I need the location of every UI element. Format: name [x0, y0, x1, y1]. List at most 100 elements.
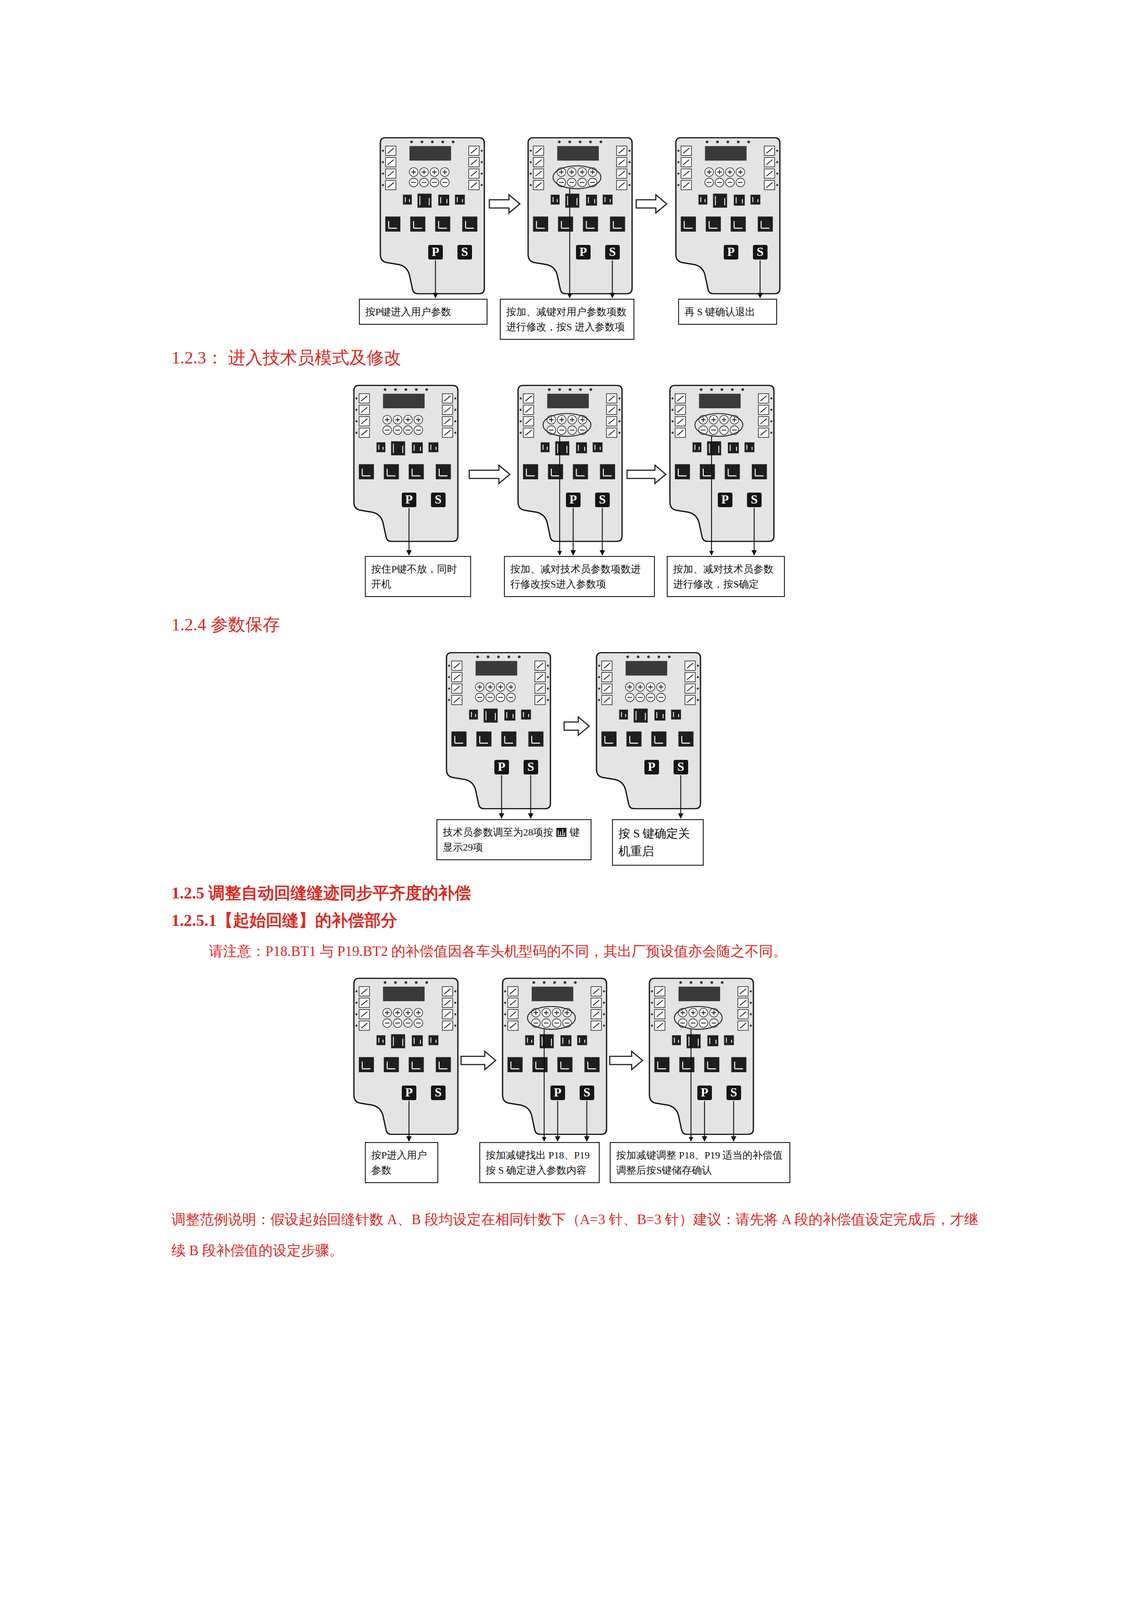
led-dot	[441, 140, 445, 144]
icon-key	[737, 1009, 749, 1019]
led-dot	[650, 1012, 654, 1016]
icon-glyph	[387, 171, 395, 177]
led-dot	[381, 172, 384, 175]
led-dot	[476, 655, 479, 659]
function-key	[672, 1035, 681, 1045]
icon-key	[654, 1020, 665, 1031]
caption-text: 按P键进入用户参数	[365, 306, 452, 318]
function-key	[744, 442, 755, 452]
connector-arrow	[435, 260, 436, 298]
minus-symbol	[711, 1022, 716, 1024]
led-dot	[394, 388, 397, 391]
icon-glyph	[603, 697, 611, 703]
caption-text: 按P进入用户参数	[371, 1149, 427, 1176]
display-window	[699, 393, 741, 409]
note-text: 调整范例说明：假设起始回缝针数 A、B 段均设定在相同针数下（A=3 针、B=3…	[171, 1203, 993, 1266]
adjust-key	[552, 1018, 561, 1028]
icon-glyph	[525, 430, 532, 436]
key-glyph	[709, 443, 720, 454]
icon-key	[451, 695, 462, 705]
function-key	[654, 709, 666, 721]
icon-key	[533, 145, 544, 156]
adjust-key	[719, 425, 729, 435]
key-glyph	[405, 197, 410, 203]
function-key	[674, 464, 690, 479]
icon-glyph	[739, 988, 747, 994]
panel-housing	[596, 652, 701, 809]
leader-line	[569, 188, 571, 298]
function-key	[521, 709, 531, 720]
key-glyph	[695, 444, 700, 450]
led-dot	[749, 1012, 753, 1016]
key-glyph	[678, 468, 687, 476]
key-letter: S	[756, 244, 764, 260]
icon-glyph	[470, 159, 478, 165]
led-dot	[425, 980, 429, 984]
step-arrow	[609, 1051, 643, 1070]
function-key	[600, 464, 615, 479]
leader-line	[710, 436, 712, 556]
connector-arrow	[612, 260, 613, 298]
caption-box: 按P键进入用户参数	[358, 298, 488, 325]
key-glyph	[761, 220, 770, 229]
minus-symbol	[570, 429, 575, 431]
minus-symbol	[411, 181, 416, 183]
function-key	[523, 464, 538, 479]
adjust-key	[393, 425, 402, 435]
icon-key	[764, 145, 775, 156]
function-key	[707, 441, 722, 456]
icon-glyph	[444, 1022, 451, 1028]
key-glyph	[414, 1037, 421, 1044]
caption-box: 按P进入用户参数	[364, 1141, 439, 1183]
adjust-key	[725, 167, 735, 177]
key-glyph	[439, 468, 448, 476]
adjust-key	[704, 167, 714, 177]
connector-arrow	[572, 508, 574, 556]
icon-key	[684, 660, 696, 671]
panel-key: S	[747, 492, 762, 508]
key-glyph	[747, 444, 753, 450]
key-glyph	[535, 1061, 545, 1069]
leader-line	[559, 436, 561, 556]
icon-glyph	[361, 988, 368, 994]
key-glyph	[576, 468, 585, 476]
led-dot	[668, 655, 671, 659]
minus-symbol	[415, 1022, 421, 1024]
led-dot	[736, 140, 740, 144]
function-key	[540, 442, 550, 452]
key-glyph	[656, 711, 664, 719]
plus-symbol	[442, 169, 447, 175]
led-dot	[628, 149, 631, 152]
adjust-key	[567, 167, 576, 177]
connector-arrow	[408, 508, 410, 556]
icon-key	[533, 157, 544, 167]
icon-glyph	[387, 148, 395, 154]
control-panel	[596, 652, 701, 809]
icon-key	[358, 1009, 370, 1019]
panel-key: S	[726, 1085, 742, 1100]
function-key	[705, 216, 721, 232]
adjust-key	[725, 177, 735, 187]
led-dot	[618, 408, 621, 411]
minus-symbol	[627, 696, 633, 698]
function-key	[548, 464, 563, 479]
led-dot	[650, 1001, 654, 1004]
function-key	[539, 1034, 554, 1048]
icon-glyph	[453, 674, 461, 680]
key-glyph	[636, 710, 646, 721]
key-letter: S	[527, 759, 535, 774]
plus-symbol	[717, 169, 722, 175]
minus-symbol	[648, 696, 654, 698]
function-key	[757, 216, 773, 232]
led-dot	[519, 420, 522, 423]
caption-box: 再 S 键确认退出	[678, 298, 778, 325]
function-key	[409, 464, 424, 479]
minus-symbol	[731, 429, 737, 431]
icon-key	[737, 1020, 749, 1031]
function-key	[583, 216, 598, 232]
led-dot	[618, 397, 621, 400]
key-glyph	[536, 220, 545, 229]
plus-symbol	[487, 684, 493, 690]
led-dot	[529, 149, 532, 152]
led-dot	[602, 1012, 606, 1016]
